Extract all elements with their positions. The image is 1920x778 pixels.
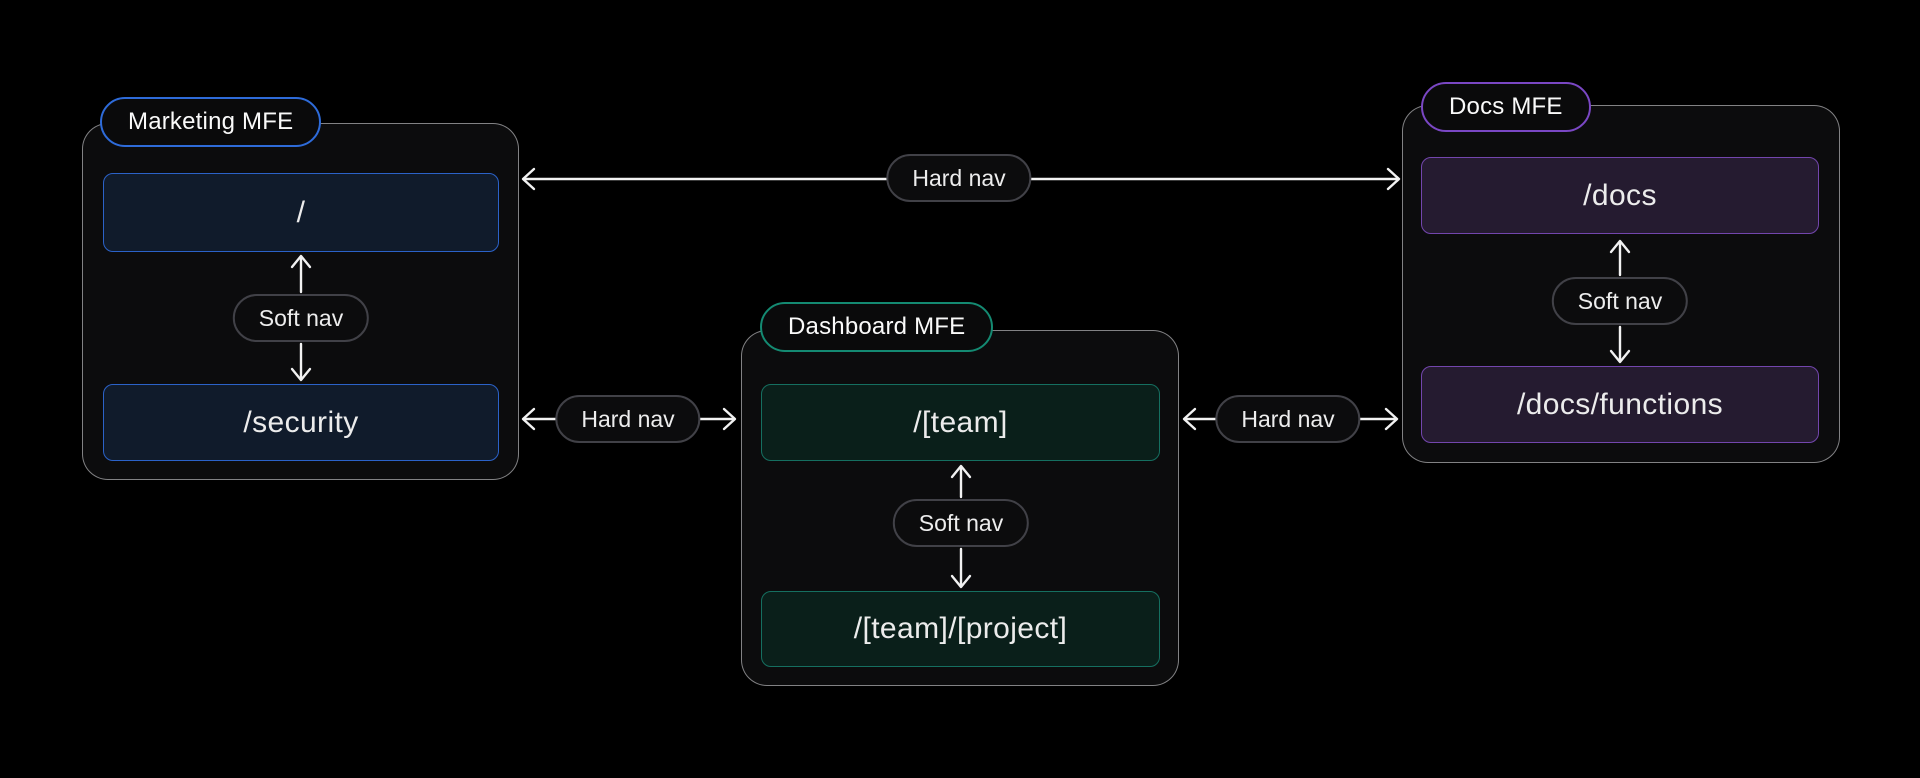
hard-nav-badge-dashboard-docs: Hard nav: [1215, 395, 1361, 443]
group-label-marketing-mfe: Marketing MFE: [100, 97, 322, 147]
hard-nav-badge-marketing-dashboard: Hard nav: [555, 395, 701, 443]
hard-nav-badge-marketing-docs: Hard nav: [886, 154, 1032, 202]
soft-nav-arrow-docs-icon: [1609, 239, 1631, 364]
route-node-root: /: [103, 173, 499, 252]
hard-nav-arrow-marketing-docs-icon: [521, 167, 1401, 191]
route-node-docs-functions: /docs/functions: [1421, 366, 1819, 443]
soft-nav-arrow-marketing-icon: [290, 254, 312, 382]
soft-nav-badge-docs: Soft nav: [1551, 277, 1689, 325]
group-label-dashboard-mfe: Dashboard MFE: [760, 302, 994, 352]
group-label-docs-mfe: Docs MFE: [1421, 82, 1591, 132]
hard-nav-arrow-marketing-dashboard-icon: [521, 407, 737, 431]
route-node-security: /security: [103, 384, 499, 461]
route-node-team-project: /[team]/[project]: [761, 591, 1160, 667]
soft-nav-badge-dashboard: Soft nav: [892, 499, 1030, 547]
soft-nav-badge-marketing: Soft nav: [232, 294, 370, 342]
route-node-docs: /docs: [1421, 157, 1819, 234]
soft-nav-arrow-dashboard-icon: [950, 464, 972, 589]
route-node-team: /[team]: [761, 384, 1160, 461]
hard-nav-arrow-dashboard-docs-icon: [1182, 407, 1399, 431]
